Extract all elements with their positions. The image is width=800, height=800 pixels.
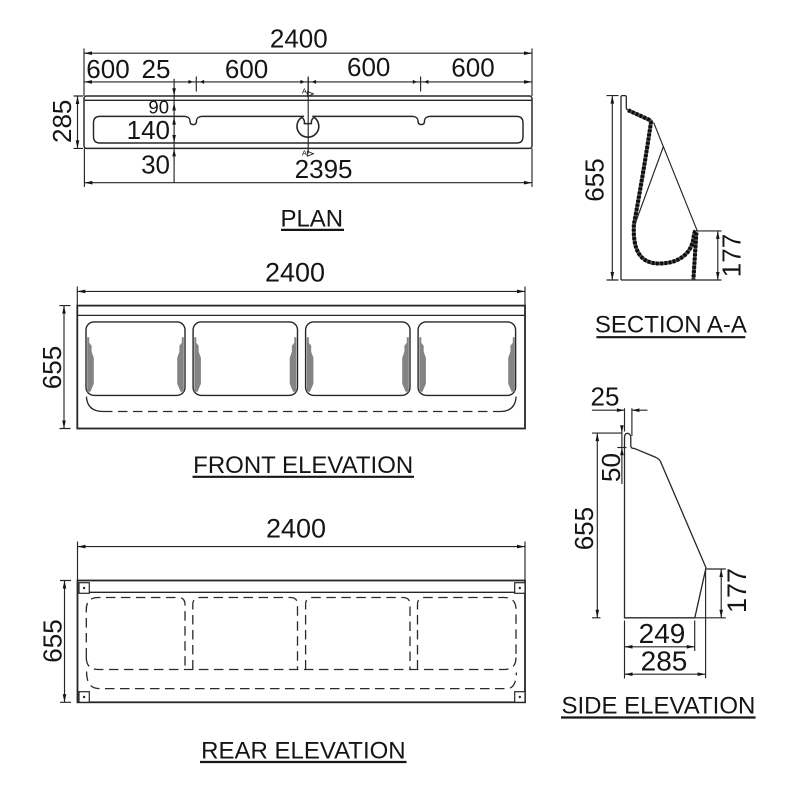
svg-text:655: 655 <box>38 619 68 662</box>
svg-text:285: 285 <box>641 645 688 676</box>
svg-text:600: 600 <box>347 52 390 82</box>
svg-text:SECTION A-A: SECTION A-A <box>595 311 747 338</box>
svg-text:2395: 2395 <box>295 154 353 184</box>
svg-text:655: 655 <box>580 158 610 201</box>
svg-text:249: 249 <box>639 618 686 649</box>
svg-text:600: 600 <box>86 54 129 84</box>
svg-text:285: 285 <box>47 100 77 143</box>
svg-text:A: A <box>302 149 307 158</box>
svg-text:600: 600 <box>225 54 268 84</box>
svg-text:140: 140 <box>127 115 170 145</box>
svg-text:25: 25 <box>142 54 171 84</box>
svg-text:177: 177 <box>717 234 747 277</box>
svg-text:655: 655 <box>569 507 599 550</box>
svg-text:PLAN: PLAN <box>280 206 343 233</box>
svg-text:655: 655 <box>37 346 67 389</box>
svg-text:25: 25 <box>591 381 620 411</box>
svg-text:177: 177 <box>722 568 752 613</box>
svg-text:2400: 2400 <box>270 23 328 53</box>
svg-text:A: A <box>302 87 307 96</box>
svg-text:30: 30 <box>141 150 170 180</box>
svg-text:600: 600 <box>451 53 494 83</box>
svg-text:SIDE ELEVATION: SIDE ELEVATION <box>561 692 755 719</box>
svg-text:50: 50 <box>596 453 626 482</box>
svg-text:90: 90 <box>148 96 169 117</box>
svg-text:REAR ELEVATION: REAR ELEVATION <box>201 737 406 764</box>
svg-text:2400: 2400 <box>266 513 326 543</box>
svg-text:FRONT ELEVATION: FRONT ELEVATION <box>193 452 413 479</box>
svg-text:2400: 2400 <box>265 258 325 288</box>
